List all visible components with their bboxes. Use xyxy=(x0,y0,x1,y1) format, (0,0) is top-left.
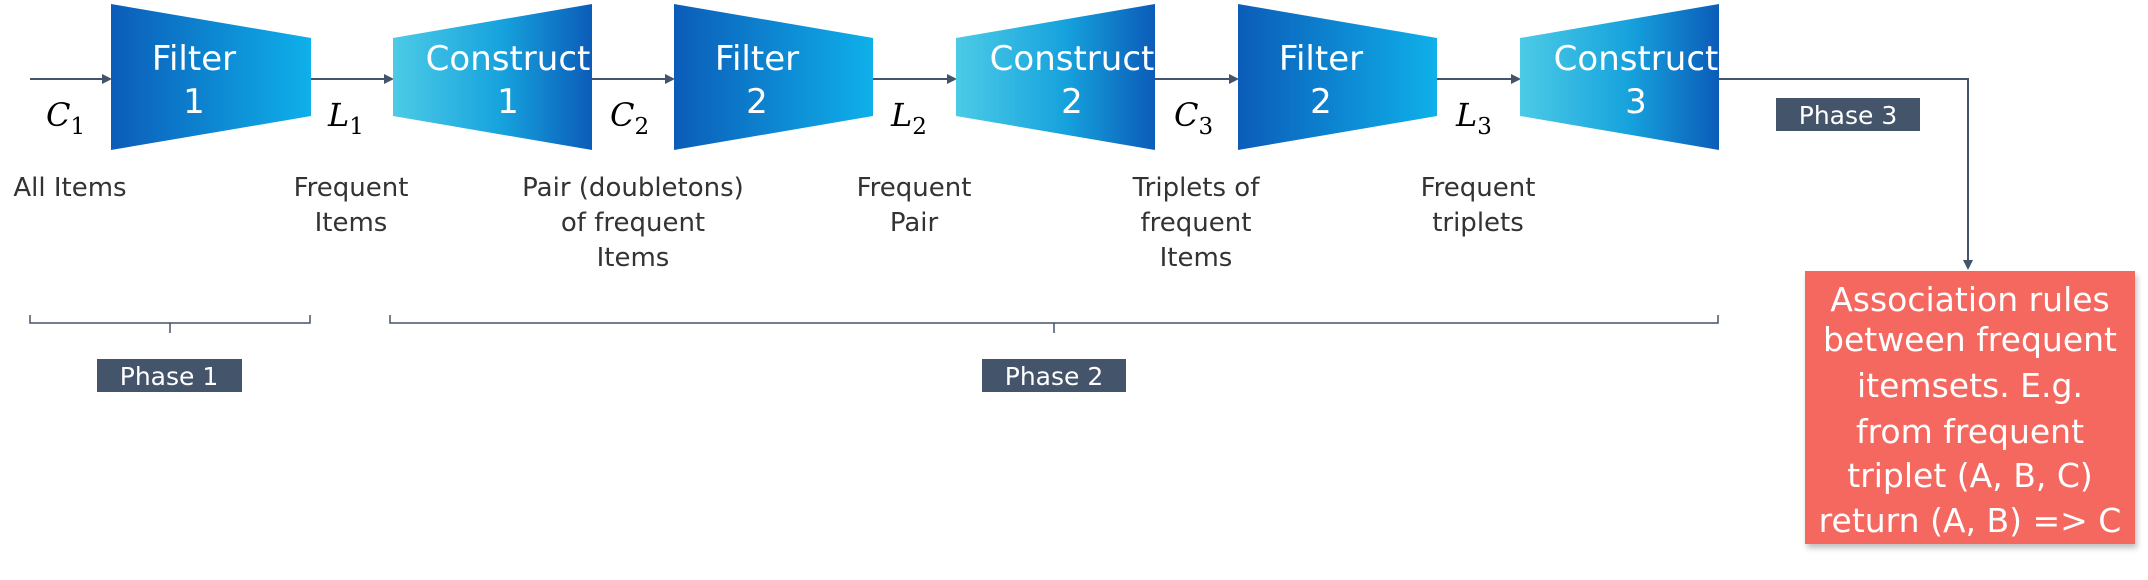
phase-2-label: Phase 2 xyxy=(1005,362,1104,391)
stage-3-label-number: 2 xyxy=(746,82,768,122)
stage-4-label-name: Construct xyxy=(990,39,1155,79)
phase-1-label: Phase 1 xyxy=(120,362,219,391)
stage-6-label-number: 3 xyxy=(1625,82,1647,122)
construct-stage-2-shape xyxy=(956,4,1155,150)
variable-l3: L3 xyxy=(1455,96,1492,140)
desc-frequent-triplets-line1: Frequent xyxy=(1421,173,1536,203)
filter-stage-1-shape xyxy=(111,4,311,150)
stage-4-label-number: 2 xyxy=(1061,82,1083,122)
desc-frequent-pair-line2: Pair xyxy=(890,208,939,238)
desc-pairs-line3: Items xyxy=(597,243,670,273)
construct-stage-3-shape xyxy=(1520,4,1719,150)
phase-3-badge xyxy=(1776,98,1920,131)
stage-1-label-number: 1 xyxy=(183,82,205,122)
variable-l2: L2 xyxy=(890,96,927,140)
result-line-1: Association rules xyxy=(1830,280,2110,319)
phase-1-bracket xyxy=(29,315,311,333)
desc-triplets-line3: Items xyxy=(1160,243,1233,273)
desc-triplets-line2: frequent xyxy=(1141,208,1252,238)
desc-frequent-triplets-line2: triplets xyxy=(1432,208,1524,238)
variable-descriptions: All Items Frequent Items Pair (doubleton… xyxy=(13,173,1535,273)
phase-badges: Phase 1 Phase 2 Phase 3 xyxy=(97,98,1920,392)
variable-c1: C1 xyxy=(46,96,85,140)
variable-c2: C2 xyxy=(610,96,649,140)
desc-all-items: All Items xyxy=(13,173,126,203)
result-line-3: itemsets. E.g. xyxy=(1857,366,2083,405)
result-line-5: triplet (A, B, C) xyxy=(1847,456,2093,495)
phase-2-badge xyxy=(982,359,1126,392)
phase-brackets xyxy=(29,315,1719,333)
phase-3-label: Phase 3 xyxy=(1799,101,1898,130)
desc-frequent-pair-line1: Frequent xyxy=(857,173,972,203)
desc-triplets-line1: Triplets of xyxy=(1132,173,1261,203)
filter-stage-2-shape xyxy=(674,4,873,150)
construct-stage-1-shape xyxy=(393,4,592,150)
result-line-2: between frequent xyxy=(1823,320,2117,359)
result-line-4: from frequent xyxy=(1856,412,2084,451)
variable-labels: C1 L1 C2 L2 C3 L3 xyxy=(46,96,1492,140)
desc-frequent-items-line1: Frequent xyxy=(294,173,409,203)
variable-c3: C3 xyxy=(1174,96,1213,140)
result-box xyxy=(1805,271,2135,544)
desc-pairs-line1: Pair (doubletons) xyxy=(522,173,744,203)
stage-labels: Filter 1 Construct 1 Filter 2 Construct … xyxy=(152,39,1718,122)
stage-1-label-name: Filter xyxy=(152,39,236,79)
stage-shapes xyxy=(111,4,1719,150)
association-rules-result: Association rules between frequent items… xyxy=(1805,271,2135,544)
phase-1-badge xyxy=(97,359,242,392)
flow-arrows xyxy=(30,74,1973,270)
phase-2-bracket xyxy=(389,315,1719,333)
result-line-6: return (A, B) => C xyxy=(1819,501,2122,540)
arrow-construct3-to-result xyxy=(1719,78,1973,270)
stage-2-label-number: 1 xyxy=(497,82,519,122)
desc-frequent-items-line2: Items xyxy=(315,208,388,238)
stage-2-label-name: Construct xyxy=(426,39,591,79)
stage-5-label-name: Filter xyxy=(1279,39,1363,79)
stage-3-label-name: Filter xyxy=(715,39,799,79)
variable-l1: L1 xyxy=(327,96,364,140)
desc-pairs-line2: of frequent xyxy=(561,208,705,238)
stage-6-label-name: Construct xyxy=(1554,39,1719,79)
stage-5-label-number: 2 xyxy=(1310,82,1332,122)
filter-stage-3-shape xyxy=(1238,4,1437,150)
